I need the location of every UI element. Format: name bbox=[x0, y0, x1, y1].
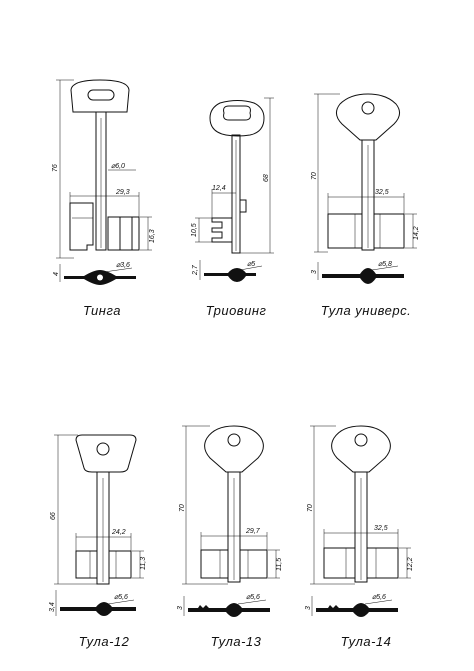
key-tula-14-end-diameter-label: ⌀5,6 bbox=[372, 594, 386, 601]
key-tula-13-bit-right bbox=[239, 549, 268, 579]
key-triowing-end-diameter-label: ⌀5 bbox=[247, 261, 255, 268]
key-triowing-bit-width-label: 12,4 bbox=[212, 185, 226, 192]
key-tula-universal-bow bbox=[336, 93, 400, 141]
key-tula-13-bow-hole bbox=[227, 433, 241, 447]
key-tula-universal-bit-height-label: 14,2 bbox=[413, 226, 420, 240]
key-tula-universal-length-label: 70 bbox=[311, 172, 318, 180]
key-triowing-thickness-label: 2,7 bbox=[192, 264, 199, 276]
key-name-tula-14: Тула-14 bbox=[340, 634, 392, 649]
key-tula-12-drawing: 66 24,2 11,3 3,4 ⌀5,6 bbox=[49, 434, 147, 616]
key-tinga-bow bbox=[70, 79, 130, 113]
key-tula-universal-bit-right bbox=[373, 213, 405, 249]
key-tula-12-bit-right bbox=[108, 550, 132, 579]
key-tinga-end-diameter-label: ⌀3,6 bbox=[116, 262, 130, 269]
key-tinga-bit-height-label: 16,3 bbox=[149, 229, 156, 243]
key-tula-14-bit-width-label: 32,5 bbox=[374, 525, 388, 532]
key-tula-12-shank bbox=[96, 471, 110, 585]
key-tinga-bow-slot bbox=[87, 89, 115, 101]
key-tula-13-drawing: 70 29,7 11,5 3 ⌀5,6 bbox=[177, 425, 283, 617]
key-tula-14-length-label: 70 bbox=[307, 504, 314, 512]
key-triowing-shank bbox=[231, 134, 241, 254]
key-tula-universal-shank bbox=[361, 139, 375, 251]
key-tula-12-end-profile bbox=[60, 602, 136, 616]
key-tula-14-end-profile bbox=[316, 603, 398, 617]
key-name-tula-12: Тула-12 bbox=[78, 634, 130, 649]
key-tula-14-bit-left bbox=[323, 547, 356, 579]
key-tula-14-bit-right bbox=[366, 547, 399, 579]
key-tula-13-end-profile bbox=[188, 603, 270, 617]
key-tula-14-bow-hole bbox=[354, 433, 368, 447]
key-tula-13-bit-left bbox=[200, 549, 229, 579]
key-tinga-thickness-label: 4 bbox=[53, 272, 60, 276]
key-tula-13-bit-height-label: 11,5 bbox=[276, 558, 283, 571]
key-tinga-stem-diameter-label: ⌀6,0 bbox=[111, 163, 125, 170]
key-triowing-end-profile bbox=[204, 268, 256, 282]
key-tula-13-length-label: 70 bbox=[179, 504, 186, 512]
key-tinga-drawing: 76 ⌀6,0 29,3 16,3 4 ⌀3,6 bbox=[52, 79, 156, 285]
key-tula-universal-thickness-label: 3 bbox=[311, 270, 318, 274]
key-tinga-bit-width-label: 29,3 bbox=[115, 189, 130, 196]
key-tula-universal-drawing: 70 32,5 14,2 3 ⌀5,8 bbox=[311, 93, 420, 284]
key-tula-universal-end-diameter-label: ⌀5,8 bbox=[378, 261, 392, 268]
key-triowing-length-label: 68 bbox=[263, 174, 270, 182]
key-tula-13-bow bbox=[204, 425, 264, 473]
key-triowing-drawing: 68 12,4 10,5 2,7 ⌀5 bbox=[191, 97, 274, 282]
key-tula-universal-end-profile bbox=[322, 268, 404, 284]
key-tula-14-drawing: 70 32,5 12,2 3 ⌀5,6 bbox=[305, 425, 414, 617]
key-tula-12-thickness-label: 3,4 bbox=[49, 602, 56, 612]
key-tula-universal-bit-left bbox=[327, 213, 363, 249]
key-name-tula-universal: Тула универс. bbox=[320, 303, 412, 318]
key-tula-universal-bit-width-label: 32,5 bbox=[375, 189, 389, 196]
key-tula-13-thickness-label: 3 bbox=[177, 606, 184, 610]
key-tula-12-bit-width-label: 24,2 bbox=[111, 529, 126, 536]
key-tula-12-bit-height-label: 11,3 bbox=[140, 557, 147, 570]
key-tinga-length-label: 76 bbox=[52, 164, 59, 172]
key-tula-12-bit-left bbox=[75, 550, 98, 579]
key-tinga-bit-left bbox=[69, 202, 94, 251]
key-triowing-bow-hole bbox=[223, 105, 251, 121]
key-tula-14-thickness-label: 3 bbox=[305, 606, 312, 610]
key-tinga-bit-right bbox=[107, 216, 140, 251]
key-tula-14-shank bbox=[354, 471, 368, 583]
key-triowing-bit-height-label: 10,5 bbox=[191, 223, 198, 237]
key-tinga-shank bbox=[95, 111, 107, 251]
key-tula-12-end-diameter-label: ⌀5,6 bbox=[114, 594, 128, 601]
key-tula-14-bow bbox=[331, 425, 391, 473]
key-triowing-bit bbox=[211, 217, 232, 243]
key-name-tinga: Тинга bbox=[83, 303, 121, 318]
key-name-tula-13: Тула-13 bbox=[210, 634, 262, 649]
key-triowing-bow bbox=[209, 100, 265, 137]
key-tula-12-bow bbox=[75, 434, 137, 473]
key-tula-14-bit-height-label: 12,2 bbox=[407, 557, 414, 571]
key-tula-13-bit-width-label: 29,7 bbox=[245, 528, 261, 535]
key-name-triowing: Триовинг bbox=[205, 303, 267, 318]
key-tula-13-shank bbox=[227, 471, 241, 583]
key-tula-13-end-diameter-label: ⌀5,6 bbox=[246, 594, 260, 601]
key-tula-12-bow-hole bbox=[96, 442, 110, 456]
key-tula-universal-bow-hole bbox=[361, 101, 375, 115]
key-tula-12-length-label: 66 bbox=[50, 512, 57, 520]
